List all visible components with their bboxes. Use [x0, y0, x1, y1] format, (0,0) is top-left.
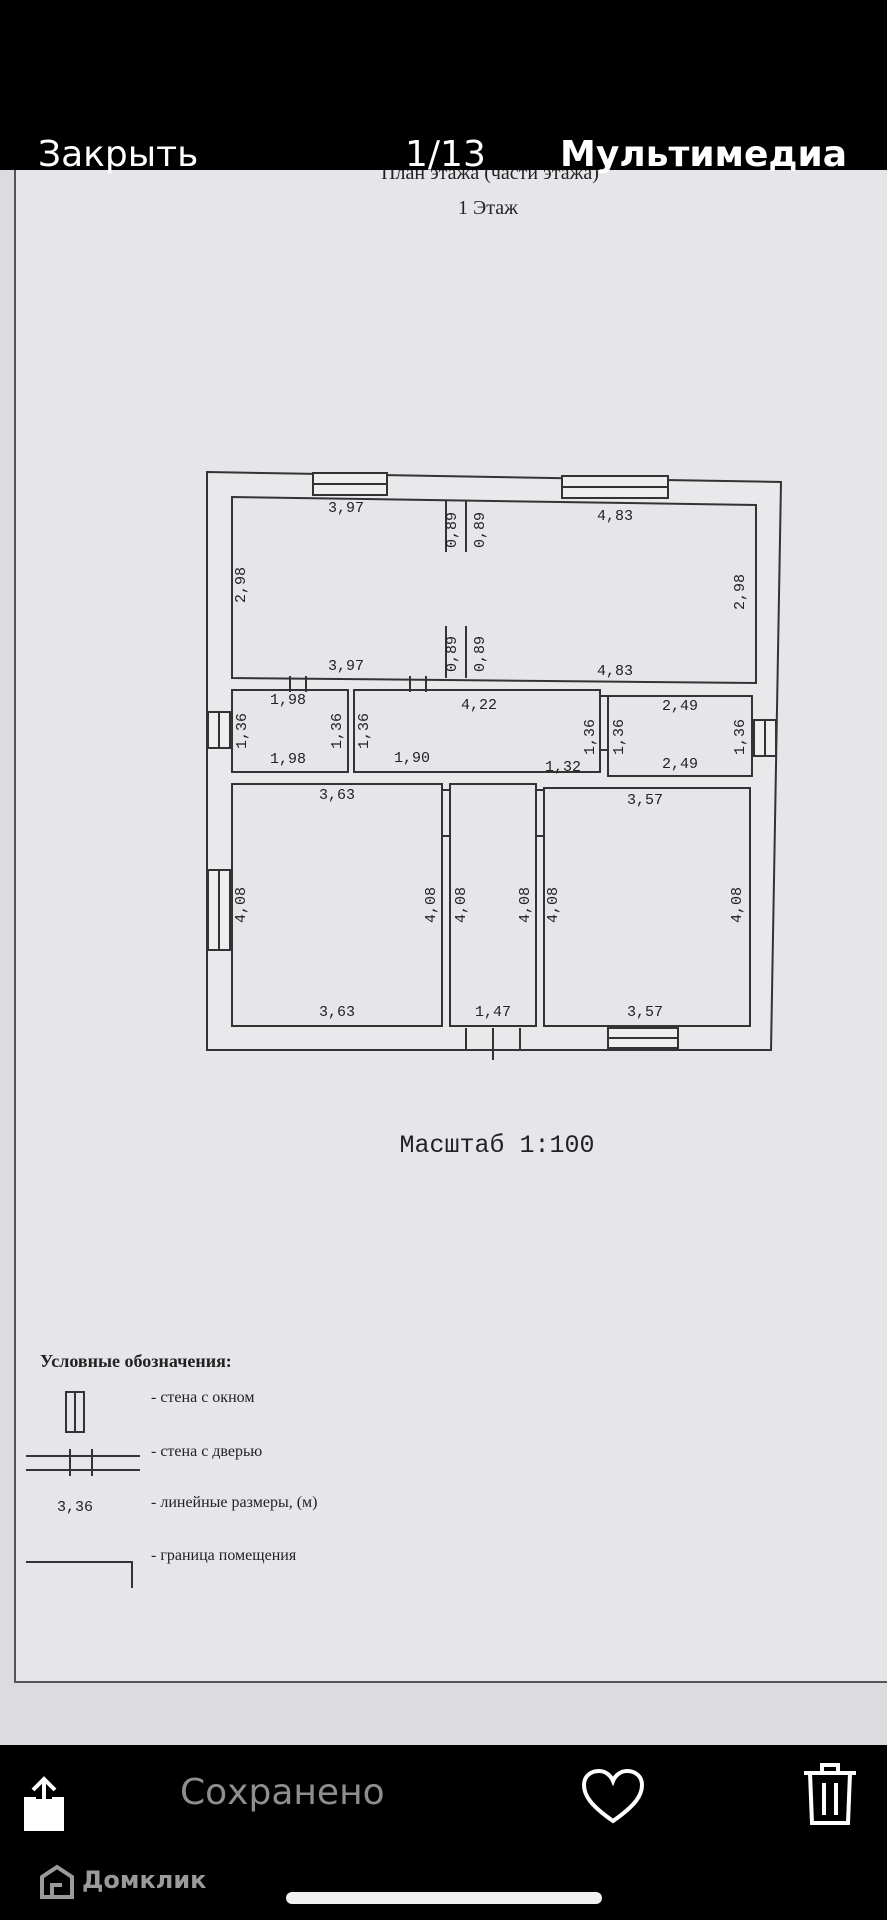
room-small-left [231, 689, 349, 773]
legend-border-symbol [26, 1561, 133, 1588]
top-bar: Закрыть 1/13 Мультимедиа [0, 0, 887, 175]
dim-label: 2,98 [732, 574, 749, 610]
home-indicator[interactable] [286, 1892, 602, 1904]
favorite-button[interactable] [580, 1767, 646, 1827]
dim-label: 3,63 [319, 787, 355, 804]
dim-label: 4,08 [233, 887, 250, 923]
dim-label: 4,08 [453, 887, 470, 923]
dim-label: 1,98 [270, 751, 306, 768]
dim-label: 3,63 [319, 1004, 355, 1021]
floor-plan-drawing: План этажа (части этажа) 1 Этаж [26, 170, 783, 1588]
dim-label: 1,90 [394, 750, 430, 767]
legend: Условные обозначения: - стена с окном - … [26, 1351, 317, 1588]
dim-label: 1,47 [475, 1004, 511, 1021]
legend-title: Условные обозначения: [40, 1351, 232, 1371]
dim-label: 1,98 [270, 692, 306, 709]
room-corridor [449, 783, 537, 1027]
dim-label: 3,57 [627, 792, 663, 809]
dim-label: 2,49 [662, 756, 698, 773]
legend-door-text: - стена с дверью [151, 1443, 262, 1460]
share-icon [24, 1776, 64, 1831]
dim-label: 3,97 [328, 658, 364, 675]
dim-label: 3,57 [627, 1004, 663, 1021]
dim-label: 1,32 [545, 759, 581, 776]
room-big-left [231, 783, 443, 1027]
heart-icon [581, 1768, 645, 1824]
media-button[interactable]: Мультимедиа [560, 134, 847, 175]
dim-label: 1,36 [234, 713, 251, 749]
windows [207, 472, 777, 1049]
image-counter: 1/13 [405, 134, 486, 175]
saved-status: Сохранено [180, 1772, 385, 1813]
delete-button[interactable] [800, 1759, 860, 1829]
dim-label: 4,08 [517, 887, 534, 923]
dim-label: 4,08 [729, 887, 746, 923]
trash-icon [804, 1763, 856, 1825]
brand-name: Домклик [82, 1866, 207, 1894]
room-big-right [543, 787, 751, 1027]
dim-label: 1,36 [356, 713, 373, 749]
room-hall [353, 689, 601, 773]
legend-border-text: - граница помещения [151, 1547, 297, 1564]
domclick-logo-icon [40, 1864, 74, 1899]
document-photo[interactable]: План этажа (части этажа) 1 Этаж [0, 170, 887, 1745]
legend-door-symbol [26, 1449, 140, 1476]
walls [206, 470, 783, 1051]
room-small-right [607, 695, 753, 777]
dim-label: 1,36 [732, 719, 749, 755]
dim-label: 2,98 [233, 567, 250, 603]
dim-label: 0,89 [472, 512, 489, 548]
dim-label: 0,89 [444, 512, 461, 548]
share-button[interactable] [22, 1775, 66, 1833]
bottom-bar: Сохранено Домклик [0, 1745, 887, 1920]
room-top [231, 495, 757, 685]
dim-label: 0,89 [444, 636, 461, 672]
dim-label: 0,89 [472, 636, 489, 672]
dim-label: 4,83 [597, 508, 633, 525]
dim-label: 1,36 [329, 713, 346, 749]
floor-label: 1 Этаж [458, 197, 518, 219]
dim-label: 4,83 [597, 663, 633, 680]
legend-window-text: - стена с окном [151, 1389, 254, 1406]
brand-watermark: Домклик [38, 1863, 218, 1901]
dim-label: 1,36 [582, 719, 599, 755]
legend-sample-dimension: 3,36 [57, 1499, 93, 1516]
plan-title-partial: План этажа (части этажа) [381, 170, 599, 184]
legend-dims-text: - линейные размеры, (м) [151, 1494, 317, 1511]
close-button[interactable]: Закрыть [38, 134, 199, 175]
doors [289, 500, 608, 1060]
legend-window-symbol [65, 1391, 85, 1433]
dim-label: 3,97 [328, 500, 364, 517]
dimension-labels: 3,97 4,83 3,97 4,83 2,98 2,98 0,89 0,89 … [233, 500, 749, 1021]
dim-label: 4,22 [461, 697, 497, 714]
dim-label: 4,08 [545, 887, 562, 923]
dim-label: 4,08 [423, 887, 440, 923]
scale-label: Масштаб 1:100 [399, 1131, 594, 1160]
dim-label: 2,49 [662, 698, 698, 715]
dim-label: 1,36 [611, 719, 628, 755]
